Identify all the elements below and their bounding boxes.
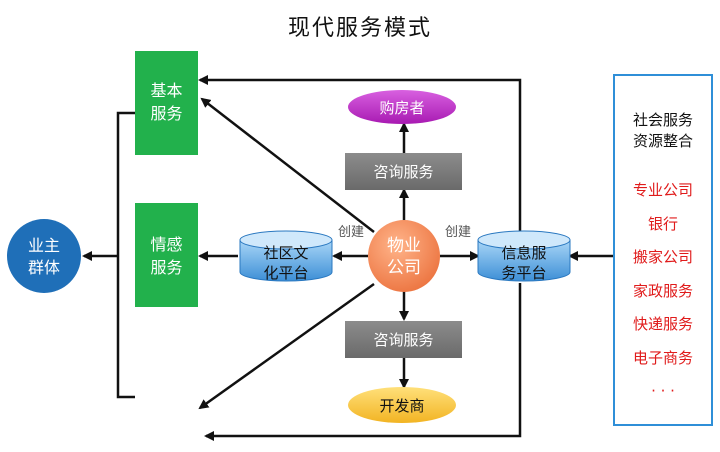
resource-item: 搬家公司	[632, 248, 693, 266]
consult-bottom-node: 咨询服务	[345, 321, 462, 358]
emotional-service-label-2: 服务	[150, 258, 182, 277]
community-platform-label-2: 化平台	[263, 264, 308, 282]
basic-service-label-2: 服务	[150, 104, 182, 123]
resource-item: 家政服务	[632, 281, 693, 300]
community-platform-node: 社区文 化平台	[239, 230, 333, 282]
resource-title-line-1: 社会服务	[632, 111, 693, 129]
resource-integration-panel: 社会服务 资源整合 专业公司 银行 搬家公司 家政服务 快递服务 电子商务 · …	[613, 74, 713, 426]
consult-top-label: 咨询服务	[373, 163, 433, 181]
consult-bottom-label: 咨询服务	[373, 331, 433, 349]
page-title: 现代服务模式	[287, 16, 432, 41]
basic-service-label-1: 基本	[150, 81, 182, 100]
owners-label-1: 业主	[28, 236, 60, 255]
resource-list: 专业公司 银行 搬家公司 家政服务 快递服务 电子商务 · · ·	[615, 180, 711, 415]
info-platform-label-2: 务平台	[501, 264, 546, 282]
resource-item: 快递服务	[632, 315, 693, 333]
resource-title-line-2: 资源整合	[632, 132, 693, 150]
developer-label: 开发商	[379, 397, 424, 415]
buyers-node: 购房者	[348, 90, 456, 124]
create-left-label: 创建	[338, 225, 364, 240]
connectors	[82, 75, 613, 441]
property-company-label-2: 公司	[387, 258, 421, 278]
info-platform-label-1: 信息服	[501, 244, 546, 262]
developer-node: 开发商	[348, 387, 456, 423]
property-company-node: 物业 公司	[368, 220, 440, 292]
consult-top-node: 咨询服务	[345, 153, 462, 190]
info-platform-node: 信息服 务平台	[477, 230, 571, 282]
resource-item: 专业公司	[632, 181, 693, 199]
emotional-service-label-1: 情感	[150, 235, 182, 254]
basic-service-node: 基本 服务	[135, 51, 198, 155]
create-right-label: 创建	[445, 225, 471, 240]
resource-ellipsis: · · ·	[651, 382, 675, 400]
property-company-label-1: 物业	[387, 236, 421, 256]
resource-item: 银行	[647, 214, 678, 233]
emotional-service-node: 情感 服务	[135, 203, 198, 307]
resource-item: 电子商务	[632, 348, 693, 367]
buyers-label: 购房者	[379, 99, 424, 117]
owners-node: 业主 群体	[7, 219, 81, 293]
owners-label-2: 群体	[28, 258, 60, 277]
community-platform-label-1: 社区文	[263, 244, 308, 262]
resource-panel-title: 社会服务 资源整合	[615, 110, 711, 152]
